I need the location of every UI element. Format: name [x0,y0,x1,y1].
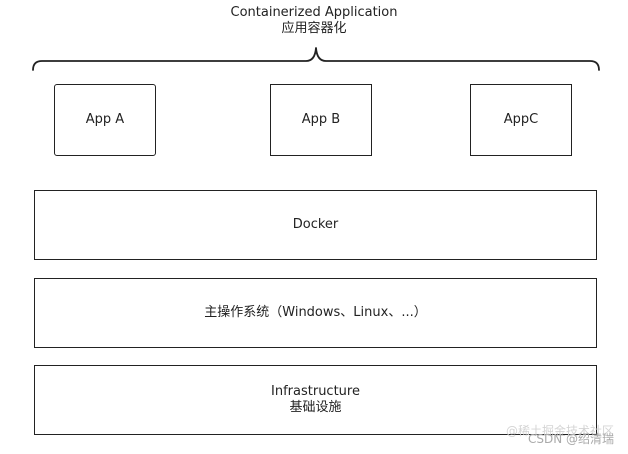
app-b-box: App B [270,84,372,156]
infrastructure-label-en: Infrastructure [271,384,360,399]
infrastructure-label-zh: 基础设施 [289,400,342,415]
infrastructure-layer: Infrastructure 基础设施 [34,365,597,435]
watermark-csdn: CSDN @绍清瑞 [527,432,614,446]
title-chinese: 应用容器化 [281,21,347,36]
os-layer: 主操作系统（Windows、Linux、...） [34,278,597,348]
app-c-label: AppC [503,112,539,127]
docker-label: Docker [292,217,339,232]
os-label: 主操作系统（Windows、Linux、...） [204,305,427,320]
curly-brace-icon [32,47,600,71]
app-a-box: App A [54,84,156,156]
watermark-community: @稀土掘金技术社区 [505,424,614,438]
app-b-label: App B [301,112,341,127]
app-c-box: AppC [470,84,572,156]
app-a-label: App A [85,112,125,127]
docker-layer: Docker [34,190,597,260]
title-english: Containerized Application [230,5,398,20]
watermark: @稀土掘金技术社区 CSDN @绍清瑞 [506,424,614,446]
diagram-title: Containerized Application 应用容器化 [0,5,628,37]
